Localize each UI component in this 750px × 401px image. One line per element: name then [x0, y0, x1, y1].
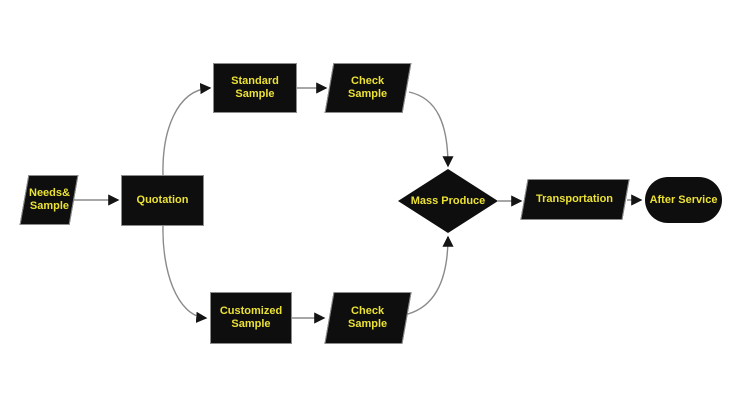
connector-quotation-to-customized [162, 225, 208, 323]
node-standard-sample: Standard Sample [213, 63, 297, 113]
node-check-sample-bottom: Check Sample [324, 292, 412, 344]
node-mass-produce-label: Mass Produce [410, 194, 486, 207]
connector-quotation-to-standard [162, 82, 212, 176]
node-after-service-label: After Service [649, 193, 718, 206]
node-quotation: Quotation [121, 175, 204, 226]
connector-check-top-to-mass-produce [408, 91, 454, 168]
connector-check-bottom-to-mass-produce [403, 235, 454, 316]
node-check-sample-top: Check Sample [324, 63, 412, 113]
node-customized-sample: Customized Sample [210, 292, 292, 344]
node-transportation: Transportation [520, 179, 630, 220]
node-needs-sample-label: Needs& Sample [28, 187, 70, 212]
node-standard-sample-label: Standard Sample [231, 75, 279, 100]
node-check-sample-bottom-label: Check Sample [348, 305, 388, 330]
node-check-sample-top-label: Check Sample [348, 75, 388, 100]
node-after-service: After Service [645, 177, 722, 223]
node-needs-sample: Needs& Sample [19, 175, 79, 225]
node-transportation-label: Transportation [536, 193, 614, 205]
node-quotation-label: Quotation [136, 194, 189, 206]
node-customized-sample-label: Customized Sample [219, 305, 283, 330]
